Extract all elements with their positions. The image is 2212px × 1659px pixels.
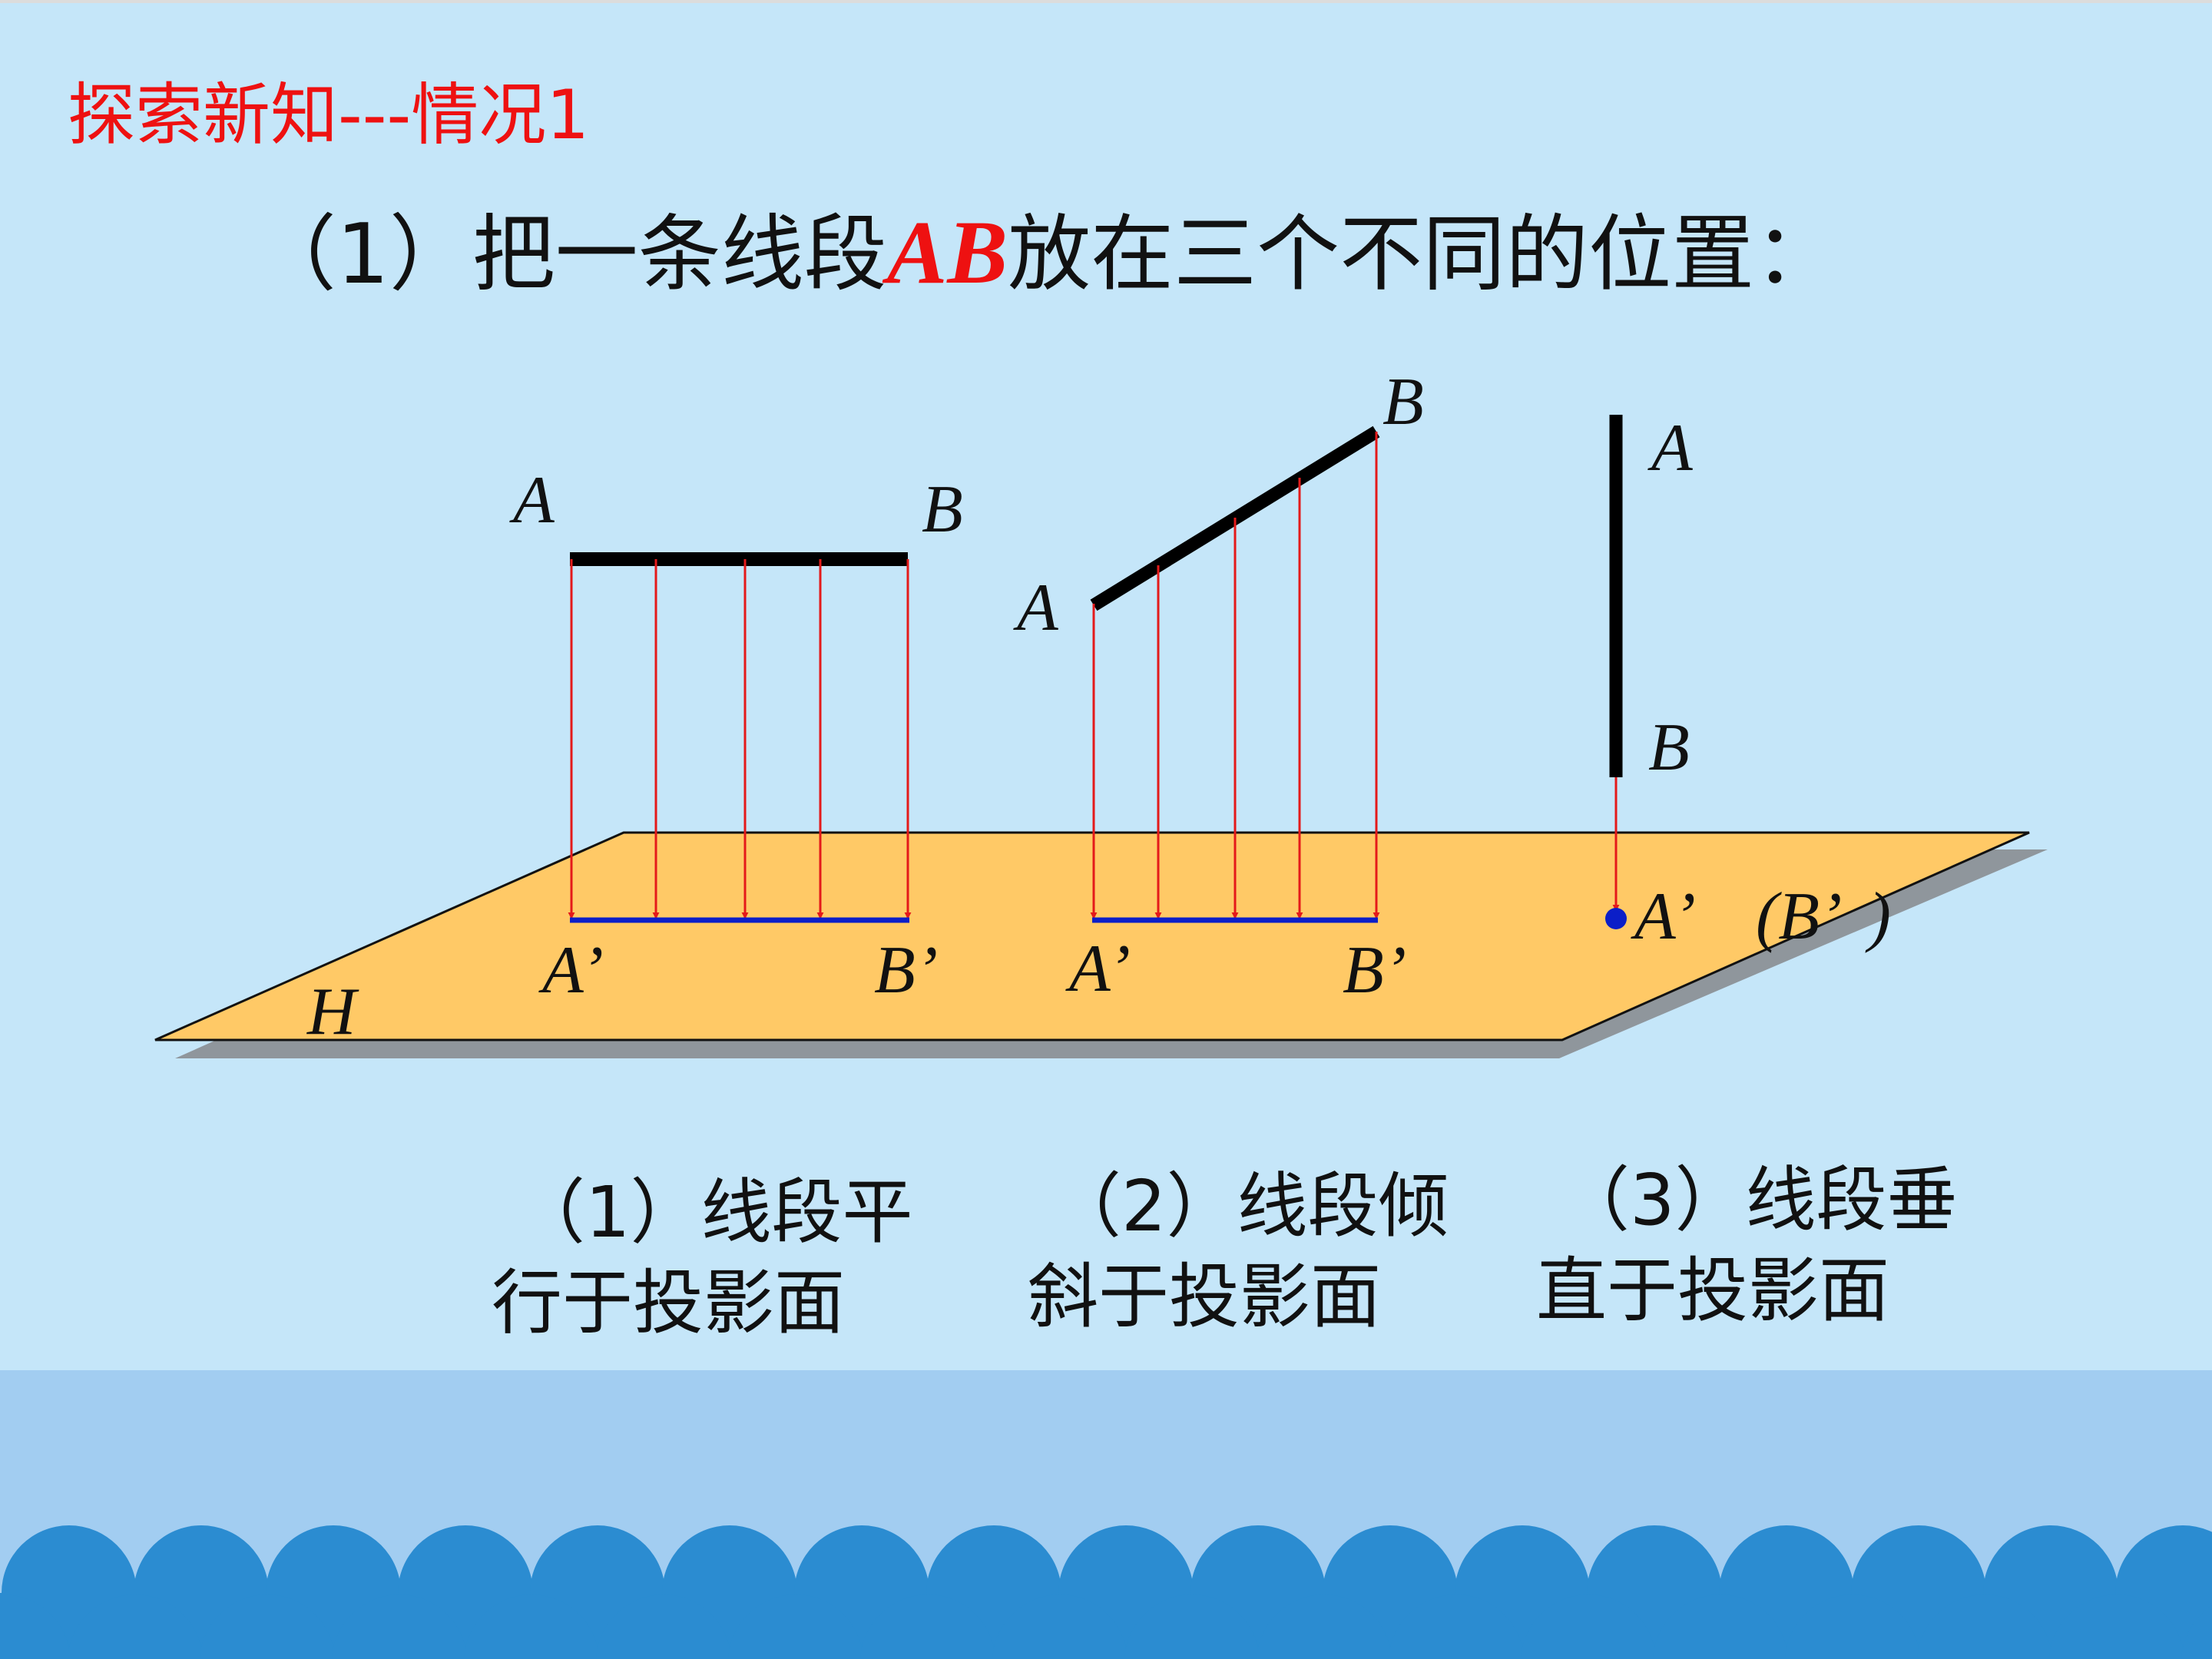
case-inclined: A B A’ B’: [1013, 365, 1424, 1008]
section-title: 探索新知---情况1: [68, 75, 590, 154]
caption-line: （1）线段平: [515, 1171, 913, 1253]
point-b-label: B: [1648, 710, 1690, 785]
caption-line: 行于投影面: [492, 1261, 846, 1344]
caption-line: 直于投影面: [1536, 1249, 1890, 1332]
top-border: [0, 0, 2212, 3]
caption-line: （2）线段倾: [1051, 1165, 1449, 1247]
point-a-label: A: [1647, 411, 1694, 485]
projection-b-label: (B’ ): [1756, 879, 1891, 954]
wave-scallop: [1257, 1594, 1392, 1659]
wave-scallop: [2181, 1605, 2212, 1659]
wave-footer: [0, 1370, 2212, 1659]
projection-a-label: A’: [1065, 932, 1131, 1006]
wave-scallop: [464, 1594, 599, 1659]
projection-b-label: B’: [874, 933, 938, 1008]
wave-scallop: [860, 1594, 995, 1659]
caption-parallel: （1）线段平 行于投影面: [492, 1167, 913, 1349]
heading-segment-name: AB: [886, 202, 1008, 303]
wave-scallop: [332, 1594, 467, 1659]
wave-scallop: [728, 1594, 863, 1659]
case-parallel: A B A’ B’: [509, 463, 963, 1008]
wave-scallop: [1917, 1594, 2052, 1659]
projection-a-label: A’: [1631, 879, 1696, 954]
caption-line: （3）线段垂: [1559, 1159, 1958, 1241]
projection-point: [1605, 908, 1627, 929]
caption-inclined: （2）线段倾 斜于投影面: [1028, 1161, 1449, 1343]
caption-perpendicular: （3）线段垂 直于投影面: [1536, 1155, 1958, 1336]
wave-scallop: [1785, 1594, 1920, 1659]
wave-scallop: [2049, 1594, 2184, 1659]
wave-scallop: [68, 1594, 203, 1659]
projection-b-label: B’: [1343, 933, 1406, 1008]
wave-scallop: [992, 1594, 1128, 1659]
wave-scallop: [200, 1594, 335, 1659]
point-b-label: B: [922, 472, 963, 547]
projection-plane: [154, 831, 2030, 1041]
projection-a-label: A’: [538, 933, 604, 1008]
point-a-label: A: [509, 463, 555, 538]
wave-scallop: [1389, 1594, 1524, 1659]
caption-line: 斜于投影面: [1028, 1255, 1382, 1338]
projection-rays: [1090, 432, 1380, 919]
wave-scallop: [1124, 1594, 1260, 1659]
point-a-label: A: [1013, 571, 1059, 645]
wave-scallop: [0, 1594, 71, 1659]
wave-scallop: [1521, 1594, 1656, 1659]
heading: （1）把一条线段AB放在三个不同的位置：: [253, 207, 1837, 298]
heading-suffix: 放在三个不同的位置：: [1008, 207, 1838, 303]
point-b-label: B: [1382, 365, 1424, 439]
plane-label: H: [306, 975, 359, 1049]
wave-scallop: [1653, 1594, 1788, 1659]
projection-rays: [568, 559, 912, 919]
case-perpendicular: A B A’ (B’ ): [1605, 411, 1891, 954]
wave-scallop: [596, 1594, 731, 1659]
heading-prefix: （1）把一条线段: [253, 207, 887, 303]
